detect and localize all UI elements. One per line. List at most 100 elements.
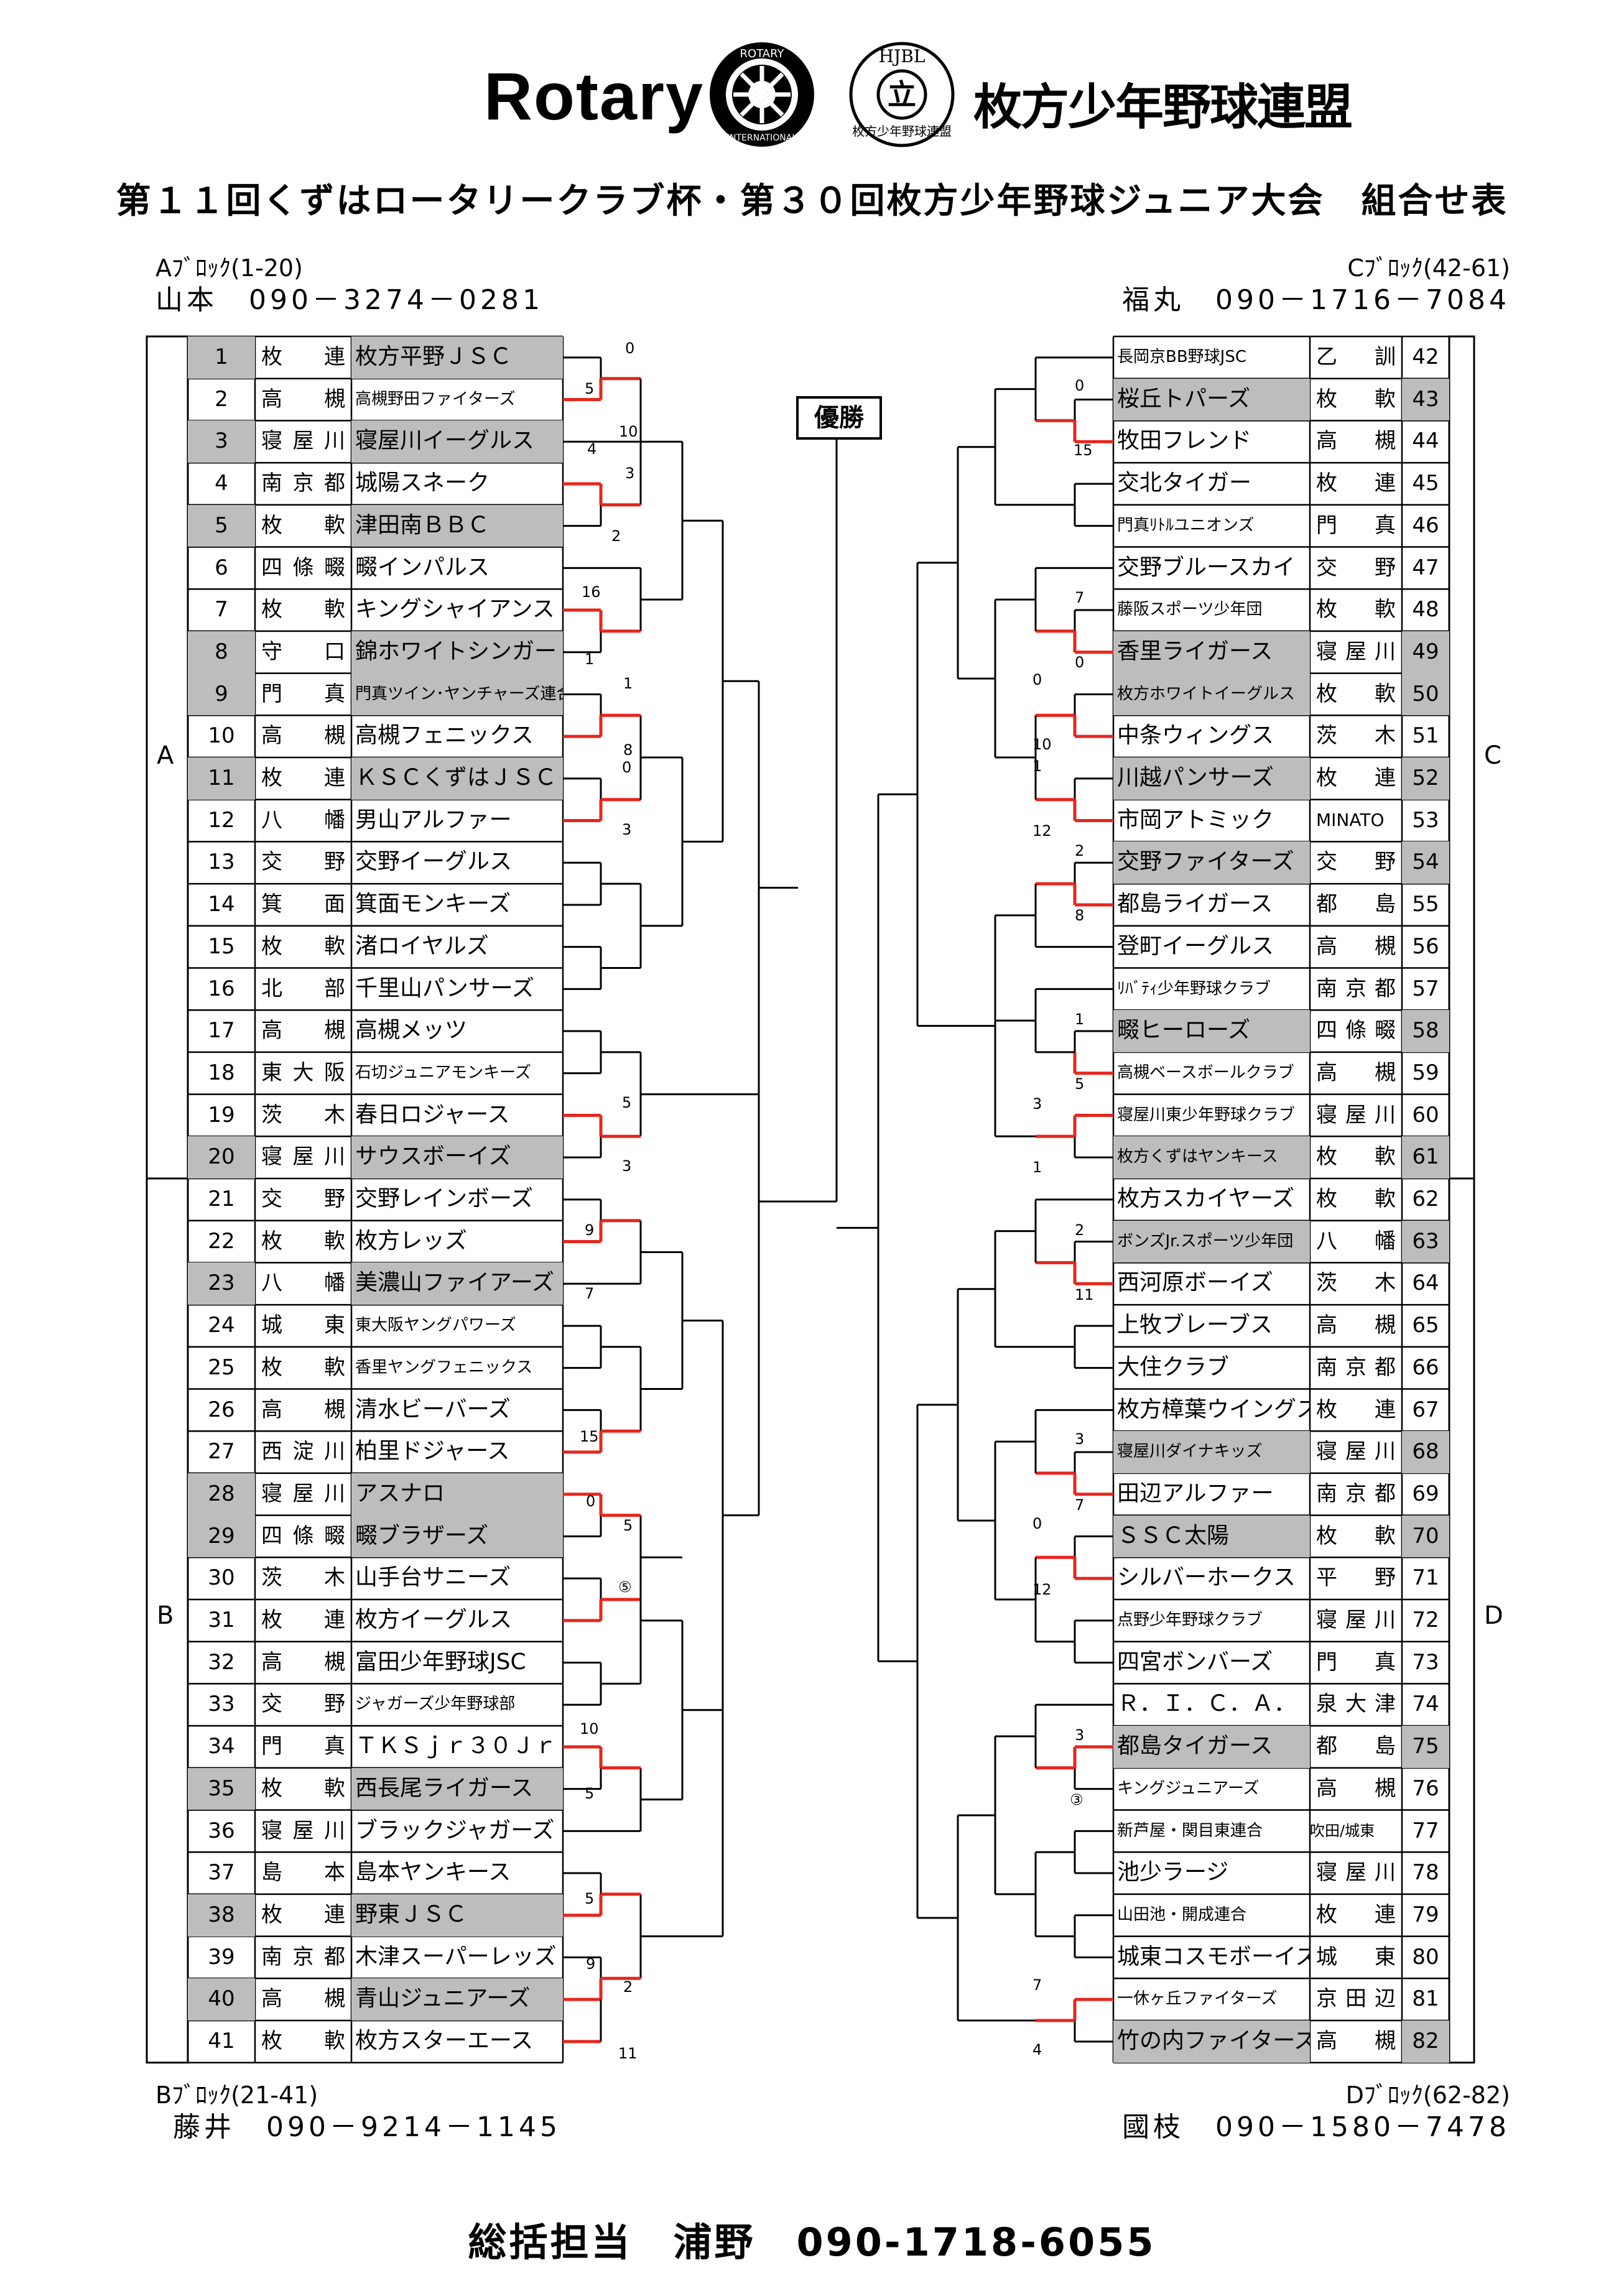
team-name: 石切ジュニアモンキーズ — [355, 1063, 531, 1082]
team-name: 交北タイガー — [1117, 470, 1252, 496]
team-location: 吹田/城東 — [1310, 1822, 1375, 1840]
team-name: 竹の内ファイターズ — [1113, 2021, 1310, 2063]
team-number: 30 — [208, 1565, 235, 1591]
team-location: 泉大津 — [1316, 1692, 1396, 1717]
team-name: 枚方樟葉ウイングス — [1117, 1396, 1310, 1422]
match-score: 1 — [1032, 1159, 1042, 1176]
team-name: 畷ブラザーズ — [351, 1515, 563, 1558]
team-number: 11 — [188, 757, 255, 800]
team-number: 47 — [1412, 555, 1439, 580]
team-name: 枚方イーグルス — [355, 1607, 513, 1632]
team-number: 61 — [1402, 1136, 1449, 1178]
team-location: 四條畷 — [1316, 1018, 1396, 1044]
team-number: 14 — [208, 892, 235, 917]
team-location: 枚軟 — [261, 597, 345, 623]
team-location: 交野 — [1316, 849, 1396, 875]
team-number: 13 — [208, 849, 235, 875]
table-border — [1448, 335, 1475, 2064]
team-number: 39 — [208, 1944, 235, 1970]
match-score: 1 — [585, 650, 595, 668]
team-name: 富田少年野球JSC — [355, 1649, 526, 1675]
team-number: 78 — [1412, 1860, 1439, 1886]
team-location: 平野 — [1316, 1565, 1396, 1591]
team-name: アスナロ — [351, 1473, 563, 1516]
team-number: 29 — [188, 1515, 255, 1558]
team-number: 49 — [1402, 631, 1449, 674]
team-location: 寝屋川 — [1316, 1439, 1396, 1465]
team-number: 63 — [1402, 1220, 1449, 1263]
team-location: 枚軟 — [1316, 597, 1396, 623]
match-score: 2 — [623, 1978, 633, 1996]
match-score: 0 — [1032, 1515, 1042, 1532]
team-name: 中条ウィングス — [1117, 723, 1274, 749]
team-name: 新芦屋・関目東連合 — [1117, 1821, 1263, 1840]
block-d-label: Dﾌﾞﾛｯｸ(62-82) — [1345, 2081, 1510, 2109]
team-location: 四條畷 — [261, 555, 345, 580]
match-score: 5 — [585, 1785, 595, 1802]
team-location: 高槻 — [1316, 933, 1396, 959]
team-number: 19 — [208, 1102, 235, 1127]
page-title: 第１１回くずはロータリークラブ杯・第３０回枚方少年野球ジュニア大会 組合せ表 — [116, 181, 1508, 221]
team-number: 31 — [208, 1608, 235, 1632]
hjbl-emblem-icon: HJBL 立 枚方少年野球連盟 — [849, 42, 955, 147]
team-number: 12 — [208, 807, 235, 833]
team-location: 高槻 — [261, 1986, 345, 2012]
team-number: 51 — [1412, 723, 1439, 749]
team-number: 67 — [1412, 1397, 1439, 1422]
match-score: 12 — [1032, 1581, 1052, 1598]
team-name: キングシャイアンス — [355, 596, 555, 623]
team-name: 都島タイガース — [1113, 1726, 1310, 1768]
team-name: 青山ジュニアーズ — [351, 1978, 563, 2021]
match-score: 1 — [1075, 1011, 1085, 1028]
team-location: 交野 — [261, 849, 345, 875]
team-number: 37 — [208, 1860, 235, 1886]
team-number: 35 — [188, 1767, 255, 1810]
team-number: 54 — [1402, 841, 1449, 884]
team-location: 高槻 — [1316, 1775, 1396, 1801]
team-location: 交野 — [261, 1187, 345, 1211]
match-score: 5 — [623, 1517, 633, 1534]
team-number: 55 — [1412, 892, 1439, 917]
team-location: 都島 — [1316, 1734, 1396, 1759]
team-number: 44 — [1412, 428, 1439, 454]
team-location: 高槻 — [261, 386, 345, 412]
block-a-label: Aﾌﾞﾛｯｸ(1-20) — [155, 254, 303, 282]
team-location: 高槻 — [261, 1649, 345, 1675]
wheel-text-outer: ROTARY — [740, 47, 785, 60]
match-score: 2 — [611, 527, 621, 545]
team-location: 高槻 — [1316, 1060, 1396, 1085]
team-location: 枚軟 — [261, 2029, 345, 2053]
team-name: ブラックジャガーズ — [355, 1817, 555, 1843]
team-name: 西長尾ライガース — [351, 1767, 563, 1810]
team-number: 82 — [1402, 2021, 1449, 2063]
team-name: 畷ヒーローズ — [1113, 1010, 1310, 1052]
team-location: 茨木 — [1316, 723, 1396, 749]
team-name: 高槻フェニックス — [355, 723, 534, 749]
team-name: 美濃山ファイアーズ — [351, 1262, 563, 1305]
team-location: 八幡 — [261, 807, 345, 833]
match-score: 5 — [1075, 1075, 1085, 1093]
team-name: 枚方スカイヤーズ — [1117, 1186, 1295, 1211]
hjbl-mark: 立 — [888, 78, 916, 111]
team-name: キングジュニアーズ — [1117, 1779, 1260, 1798]
team-name: Ｒ．Ｉ．Ｃ．Ａ． — [1117, 1691, 1297, 1717]
match-score: 0 — [1075, 654, 1085, 671]
match-score: 2 — [1075, 1221, 1085, 1239]
team-location: 枚軟 — [1316, 1187, 1396, 1211]
team-number: 24 — [208, 1313, 235, 1338]
match-score: ⑤ — [618, 1578, 632, 1596]
team-name: ジャガーズ少年野球部 — [355, 1695, 516, 1714]
match-score: 11 — [1075, 1286, 1094, 1303]
team-number: 66 — [1412, 1354, 1439, 1380]
team-location: 高槻 — [261, 1397, 345, 1422]
team-name: 交野ブルースカイ — [1117, 554, 1296, 580]
match-score: 0 — [622, 759, 632, 776]
team-name: 香里ライガース — [1113, 631, 1310, 674]
footer-contact: 総括担当 浦野 090-1718-6055 — [468, 2220, 1156, 2265]
team-name: 交野ファイターズ — [1113, 841, 1310, 884]
team-number: 80 — [1412, 1944, 1439, 1970]
match-score: 3 — [625, 465, 635, 482]
match-score: 0 — [1075, 377, 1085, 394]
team-name: 高槻メッツ — [355, 1017, 468, 1044]
team-location: 南京都 — [261, 471, 345, 496]
